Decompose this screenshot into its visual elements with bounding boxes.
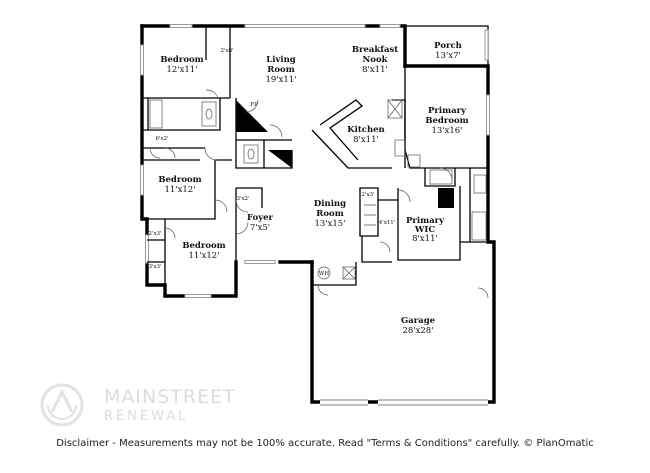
closet-top-dim: 2'x8' <box>220 48 233 54</box>
room-kitchen-dim: 8'x11' <box>353 135 379 145</box>
room-dining-dim: 13'x15' <box>314 219 345 229</box>
closet-left-2-dim: 3'x3' <box>148 264 161 270</box>
room-living-dim: 19'x11' <box>265 75 296 85</box>
room-bedroom-mid-name: Bedroom <box>158 175 201 185</box>
brand-line-2: RENEWAL <box>104 409 189 424</box>
mainstreet-logo-icon <box>40 383 84 427</box>
room-primary-wic-dim: 8'x11' <box>412 234 438 244</box>
room-bedroom-top-name: Bedroom <box>160 55 203 65</box>
room-primary-bedroom-name2: Bedroom <box>425 116 468 126</box>
doors <box>149 89 489 299</box>
room-bedroom-low-name: Bedroom <box>182 241 225 251</box>
room-bedroom-mid-dim: 11'x12' <box>164 185 195 195</box>
room-nook-name: Breakfast <box>352 45 398 55</box>
room-kitchen-name: Kitchen <box>347 125 385 135</box>
closet-left-1-dim: 2'x3' <box>148 231 161 237</box>
room-dining-name: Dining <box>314 199 346 209</box>
room-dining-name2: Room <box>316 209 343 219</box>
fixtures <box>149 99 487 280</box>
foyer-closet-dim: 3'x2' <box>236 196 249 202</box>
room-garage-dim: 28'x28' <box>402 326 433 336</box>
room-primary-bedroom-dim: 13'x16' <box>431 126 462 136</box>
room-nook-name2: Nook <box>363 55 389 65</box>
room-nook-dim: 8'x11' <box>362 65 388 75</box>
fireplace-label: FP <box>250 102 258 108</box>
small-labels: 2'x8' 6'x2' FP 3'x2' 2'x3' 4'x11' 2'x3' … <box>148 48 395 277</box>
room-labels: Bedroom 12'x11' Living Room 19'x11' Brea… <box>158 41 468 336</box>
closet-hall-dim: 6'x2' <box>155 136 168 142</box>
room-foyer-name: Foyer <box>247 213 274 223</box>
room-primary-wic-name2: WIC <box>414 225 436 235</box>
room-bedroom-top-dim: 12'x11' <box>166 65 197 75</box>
disclaimer-text: Disclaimer - Measurements may not be 100… <box>56 438 594 449</box>
room-primary-wic-name: Primary <box>406 216 445 226</box>
exterior-walls <box>140 24 496 406</box>
room-living-name: Living <box>266 55 296 65</box>
room-bedroom-low-dim: 11'x12' <box>188 251 219 261</box>
room-primary-bedroom-name: Primary <box>428 106 467 116</box>
brand-line-1: MAINSTREET <box>104 386 236 408</box>
room-porch-dim: 13'x7' <box>435 51 461 61</box>
water-heater-label: WH <box>319 271 330 277</box>
room-garage-name: Garage <box>401 316 436 326</box>
room-living-name2: Room <box>267 65 294 75</box>
room-foyer-dim: 7'x5' <box>250 223 270 233</box>
room-porch-name: Porch <box>434 41 462 51</box>
laundry-dim: 4'x11' <box>379 220 396 226</box>
pantry-dim: 2'x3' <box>361 192 374 198</box>
